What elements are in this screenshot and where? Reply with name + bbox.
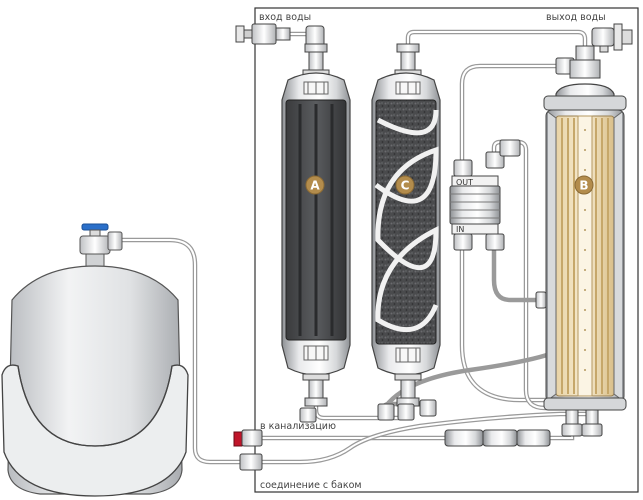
outlet-faucet-icon[interactable] (591, 23, 633, 53)
badge-b (574, 175, 594, 195)
port-in-label: IN (456, 225, 464, 234)
badge-c (395, 175, 415, 195)
badge-a-label: A (310, 179, 320, 193)
filter-c: C (371, 43, 441, 407)
water-in-label: вход воды (259, 12, 312, 23)
tank-valve-icon[interactable] (79, 223, 123, 269)
flow-restrictor-icon (444, 429, 551, 447)
storage-tank (1, 223, 189, 497)
badge-a (305, 175, 325, 195)
filter-b-membrane: B (543, 45, 627, 437)
badge-c-label: C (401, 179, 410, 193)
drain-label: в канализацию (260, 421, 336, 432)
post-filter-module: OUT IN (449, 151, 505, 251)
tank-connector (239, 453, 263, 471)
check-valve-icon (299, 139, 547, 423)
tank-connection-label: соединение с баком (260, 480, 362, 491)
badge-b-label: B (579, 179, 588, 193)
drain-valve-icon[interactable] (233, 429, 263, 447)
water-out-label: выход воды (546, 12, 606, 23)
inlet-faucet-icon[interactable] (235, 23, 325, 49)
port-out-label: OUT (456, 178, 473, 187)
filter-a: A (281, 43, 351, 407)
